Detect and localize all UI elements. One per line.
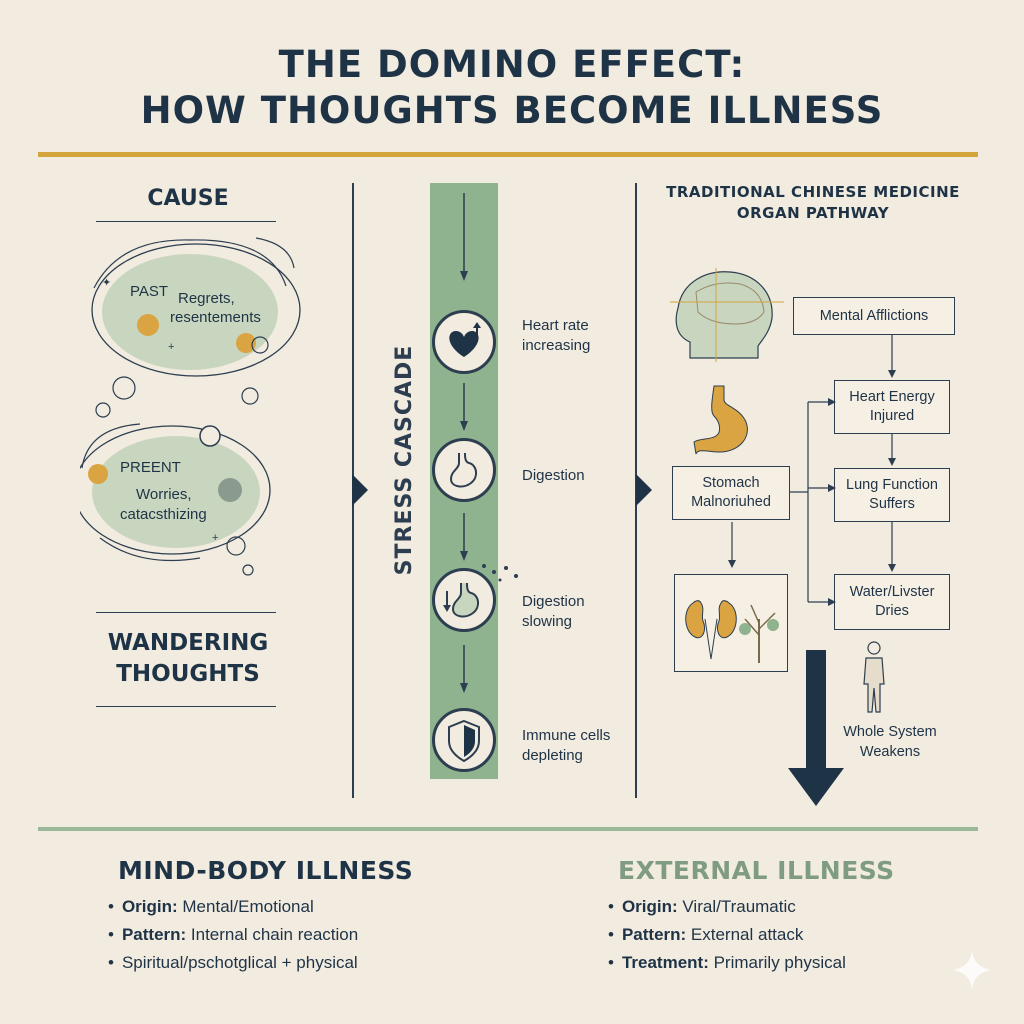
sparkle-icon xyxy=(952,950,992,990)
heart-energy-line-2: Injured xyxy=(869,408,915,424)
whole-system-line-1: Whole System xyxy=(843,724,937,740)
present-bubble-fill xyxy=(92,436,260,548)
lung-function-box: Lung Function Suffers xyxy=(834,468,950,522)
step-1-line-2: increasing xyxy=(522,337,591,354)
heart-rate-icon xyxy=(449,322,481,357)
svg-text:✦: ✦ xyxy=(102,277,111,289)
digestion-node xyxy=(432,438,496,502)
title-line-2: HOW THOUGHTS BECOME ILLNESS xyxy=(140,89,884,132)
digestion-slowing-node xyxy=(432,568,496,632)
external-title: EXTERNAL ILLNESS xyxy=(618,856,895,885)
pathway-connectors xyxy=(728,335,896,606)
heart-rate-node xyxy=(432,310,496,374)
mind-body-item: Origin: Mental/Emotional xyxy=(108,893,358,921)
past-bubble-outline xyxy=(91,243,301,377)
mind-body-item: Spiritual/pschotglical + physical xyxy=(108,949,358,977)
wandering-thoughts-label: WANDERING THOUGHTS xyxy=(100,628,276,690)
whole-system-line-2: Weakens xyxy=(859,744,921,760)
external-item: Treatment: Primarily physical xyxy=(608,949,846,977)
step-3-line-2: slowing xyxy=(522,613,573,630)
heart-energy-line-1: Heart Energy xyxy=(849,389,935,405)
heart-energy-box: Heart Energy Injured xyxy=(834,380,950,434)
wandering-line-1: WANDERING xyxy=(107,630,269,656)
step-4-line-2: depleting xyxy=(522,747,583,764)
present-icon-face xyxy=(88,464,108,484)
tcm-title-line-2: ORGAN PATHWAY xyxy=(736,204,890,222)
past-text-1: Regrets, xyxy=(178,290,235,307)
external-item: Pattern: External attack xyxy=(608,921,846,949)
step-2-line-1: Digestion xyxy=(522,467,585,484)
shield-icon xyxy=(448,719,480,763)
mind-body-item: Pattern: Internal chain reaction xyxy=(108,921,358,949)
mind-body-title: MIND-BODY ILLNESS xyxy=(118,856,414,885)
stomach-organ-icon xyxy=(693,385,748,455)
wandering-line-2: THOUGHTS xyxy=(116,661,260,687)
mental-afflictions-box: Mental Afflictions xyxy=(793,297,955,335)
lung-function-line-1: Lung Function xyxy=(846,477,938,493)
external-list: Origin: Viral/Traumatic Pattern: Externa… xyxy=(608,893,846,977)
whole-system-label: Whole System Weakens xyxy=(830,722,950,762)
past-bubble-fill xyxy=(102,254,278,370)
thought-bubbles: ✦ + + xyxy=(80,237,301,576)
step-4-line-1: Immune cells xyxy=(522,727,611,744)
external-item: Origin: Viral/Traumatic xyxy=(608,893,846,921)
present-label: PREENT xyxy=(120,459,181,476)
wandering-underline xyxy=(96,706,276,707)
green-divider xyxy=(38,827,978,831)
lung-function-line-2: Suffers xyxy=(869,496,915,512)
step-3-line-1: Digestion xyxy=(522,593,585,610)
tcm-title: TRADITIONAL CHINESE MEDICINE ORGAN PATHW… xyxy=(648,182,978,224)
mental-afflictions-label: Mental Afflictions xyxy=(819,307,929,324)
human-figure-icon xyxy=(863,641,885,713)
wandering-overline xyxy=(96,612,276,613)
kidney-tree-box xyxy=(674,574,788,672)
svg-text:+: + xyxy=(212,532,218,544)
title-line-1: THE DOMINO EFFECT: xyxy=(278,43,746,86)
cause-underline xyxy=(96,221,276,222)
dots-decoration xyxy=(482,564,518,582)
svg-text:+: + xyxy=(168,341,174,353)
kidney-tree-icon xyxy=(685,600,779,663)
gold-divider xyxy=(38,152,978,157)
present-text-2: catacsthizing xyxy=(120,506,207,523)
cascade-arrows xyxy=(460,193,468,693)
cascade-title-text: STRESS CASCADE xyxy=(392,344,417,576)
stomach-line-1: Stomach xyxy=(702,475,760,491)
arrow-right-icon xyxy=(636,474,652,506)
big-arrow-down-icon xyxy=(788,650,844,806)
present-bubble-outline xyxy=(80,425,271,555)
water-box: Water/Livster Dries xyxy=(834,574,950,630)
stomach-box: Stomach Malnoriuhed xyxy=(672,466,790,520)
head-brain-icon xyxy=(670,268,784,362)
water-line-1: Water/Livster xyxy=(849,584,935,600)
past-label: PAST xyxy=(130,283,169,300)
slow-digestion-icon xyxy=(443,582,479,618)
stomach-icon xyxy=(449,452,477,488)
arrow-right-icon xyxy=(352,474,368,506)
water-line-2: Dries xyxy=(875,603,909,619)
cause-label: CAUSE xyxy=(147,186,229,211)
tcm-title-line-1: TRADITIONAL CHINESE MEDICINE xyxy=(666,183,960,201)
immune-node xyxy=(432,708,496,772)
past-text-2: resentements xyxy=(170,309,261,326)
present-text-1: Worries, xyxy=(136,486,192,503)
stomach-line-2: Malnoriuhed xyxy=(691,494,771,510)
step-1-line-1: Heart rate xyxy=(522,317,589,334)
past-icon-face xyxy=(137,314,159,336)
mind-body-list: Origin: Mental/Emotional Pattern: Intern… xyxy=(108,893,358,977)
